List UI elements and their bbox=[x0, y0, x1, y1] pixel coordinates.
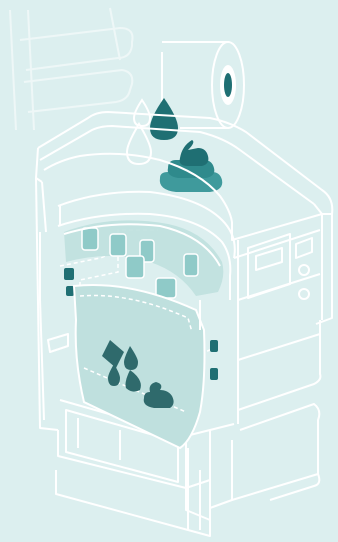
machine-body bbox=[35, 111, 334, 537]
drop-icon bbox=[125, 122, 153, 166]
waste-bag bbox=[72, 284, 206, 450]
front-frame bbox=[39, 212, 232, 330]
roller-assembly bbox=[64, 220, 224, 380]
toilet-paper-icon bbox=[161, 41, 245, 129]
background-rails bbox=[9, 7, 134, 131]
bag-waste-shapes bbox=[102, 340, 174, 408]
poop-icon bbox=[159, 140, 223, 192]
